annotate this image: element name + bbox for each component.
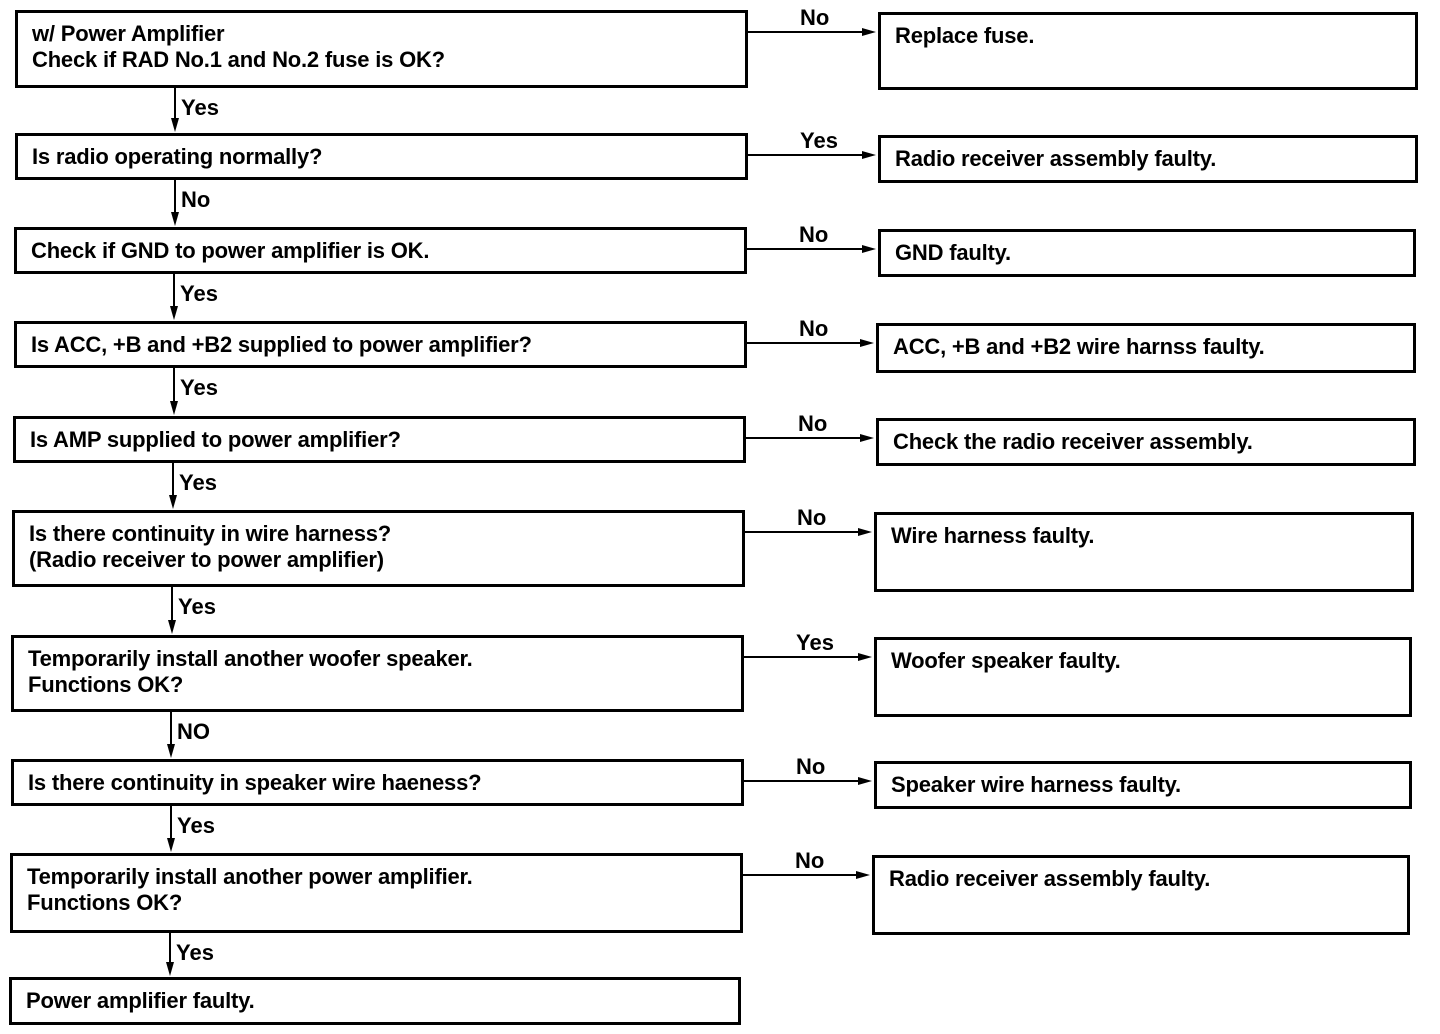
branch-label: Yes (796, 630, 834, 655)
question-text: Is there continuity in wire harness? (29, 521, 391, 546)
result-box: Check the radio receiver assembly. (876, 418, 1416, 466)
down-arrowhead (170, 306, 178, 320)
branch-label: No (795, 848, 825, 873)
branch-arrowhead (856, 871, 870, 879)
down-label: Yes (178, 594, 216, 619)
down-arrowhead (166, 962, 174, 976)
result-text: Radio receiver assembly faulty. (895, 146, 1217, 171)
branch-label: No (796, 754, 826, 779)
down-arrowhead (168, 620, 176, 634)
question-box: Temporarily install another woofer speak… (11, 635, 744, 712)
question-box: Is there continuity in speaker wire haen… (11, 759, 744, 806)
result-box: Wire harness faulty. (874, 512, 1414, 592)
result-box: Woofer speaker faulty. (874, 637, 1412, 717)
down-label: Yes (179, 470, 217, 495)
question-text: Check if GND to power amplifier is OK. (31, 238, 430, 263)
down-label: Yes (180, 281, 218, 306)
question-text: Temporarily install another power amplif… (27, 864, 473, 889)
branch-arrowhead (860, 339, 874, 347)
down-label: Yes (177, 813, 215, 838)
final-result-box: Power amplifier faulty. (9, 977, 741, 1025)
result-box: Radio receiver assembly faulty. (878, 135, 1418, 183)
final-result-text: Power amplifier faulty. (26, 988, 255, 1013)
down-label: Yes (176, 940, 214, 965)
branch-label: No (799, 222, 829, 247)
result-text: Radio receiver assembly faulty. (889, 866, 1211, 891)
down-label: NO (177, 719, 210, 744)
result-text: ACC, +B and +B2 wire harnss faulty. (893, 334, 1265, 359)
question-text: Functions OK? (27, 890, 183, 915)
question-text: Check if RAD No.1 and No.2 fuse is OK? (32, 47, 445, 72)
question-text: Is ACC, +B and +B2 supplied to power amp… (31, 332, 532, 357)
down-arrowhead (167, 838, 175, 852)
result-text: GND faulty. (895, 240, 1011, 265)
result-text: Woofer speaker faulty. (891, 648, 1121, 673)
branch-arrowhead (858, 653, 872, 661)
question-box: Is AMP supplied to power amplifier? (13, 416, 746, 463)
down-arrowhead (171, 118, 179, 132)
down-arrowhead (169, 495, 177, 509)
branch-arrowhead (858, 777, 872, 785)
question-text: Functions OK? (28, 672, 184, 697)
question-text: Temporarily install another woofer speak… (28, 646, 473, 671)
down-label: Yes (181, 95, 219, 120)
branch-arrowhead (862, 151, 876, 159)
branch-label: No (799, 316, 829, 341)
result-text: Replace fuse. (895, 23, 1035, 48)
question-box: Is there continuity in wire harness?(Rad… (12, 510, 745, 587)
question-text: Is there continuity in speaker wire haen… (28, 770, 482, 795)
result-text: Check the radio receiver assembly. (893, 429, 1253, 454)
question-text: w/ Power Amplifier (32, 21, 225, 46)
question-text: Is radio operating normally? (32, 144, 323, 169)
result-box: Radio receiver assembly faulty. (872, 855, 1410, 935)
question-box: Check if GND to power amplifier is OK. (14, 227, 747, 274)
down-arrowhead (171, 212, 179, 226)
question-box: Is ACC, +B and +B2 supplied to power amp… (14, 321, 747, 368)
branch-arrowhead (858, 528, 872, 536)
down-arrowhead (167, 744, 175, 758)
down-arrowhead (170, 401, 178, 415)
question-box: Temporarily install another power amplif… (10, 853, 743, 933)
branch-label: No (800, 5, 830, 30)
branch-label: No (797, 505, 827, 530)
branch-label: Yes (800, 128, 838, 153)
result-text: Wire harness faulty. (891, 523, 1095, 548)
branch-arrowhead (860, 434, 874, 442)
branch-arrowhead (862, 28, 876, 36)
result-box: Speaker wire harness faulty. (874, 761, 1412, 809)
branch-arrowhead (862, 245, 876, 253)
question-text: Is AMP supplied to power amplifier? (30, 427, 401, 452)
result-text: Speaker wire harness faulty. (891, 772, 1181, 797)
down-label: No (181, 187, 211, 212)
question-box: Is radio operating normally? (15, 133, 748, 180)
result-box: ACC, +B and +B2 wire harnss faulty. (876, 323, 1416, 373)
result-box: Replace fuse. (878, 12, 1418, 90)
down-label: Yes (180, 375, 218, 400)
branch-label: No (798, 411, 828, 436)
result-box: GND faulty. (878, 229, 1416, 277)
question-text: (Radio receiver to power amplifier) (29, 547, 384, 572)
